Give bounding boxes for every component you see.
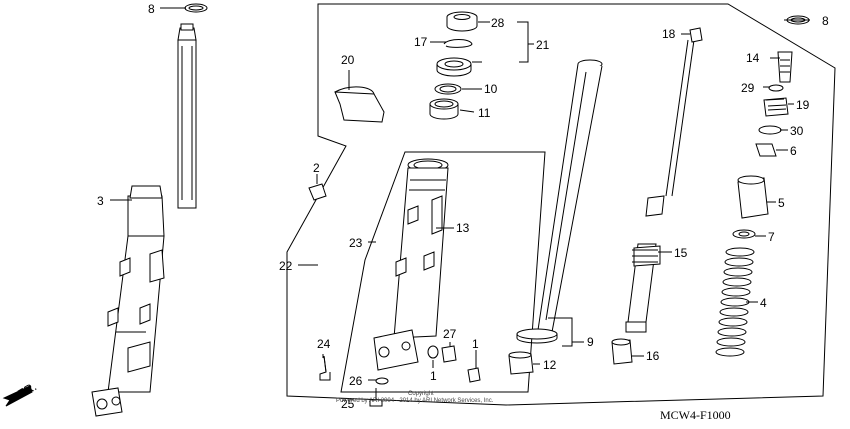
damper-rod-part	[625, 39, 695, 333]
spring-seat-part	[732, 229, 756, 239]
callout-11: 11	[478, 106, 491, 120]
callout-14: 14	[746, 51, 760, 65]
fork-spring-part	[715, 247, 755, 357]
cap-bolt-part	[763, 97, 789, 117]
front-direction-arrow	[2, 385, 33, 407]
washer-part-30	[758, 125, 782, 135]
callout-25: 25	[341, 397, 355, 411]
callout-5: 5	[778, 196, 785, 210]
fork-pipe-part	[516, 59, 603, 344]
watermark-line: Powered by ARI 2004 - 2014 by ARI Networ…	[336, 398, 494, 404]
fork-assembly	[91, 23, 197, 417]
callout-19: 19	[796, 98, 810, 112]
callout-18: 18	[662, 27, 676, 41]
callout-12: 12	[543, 358, 557, 372]
callout-7: 7	[768, 230, 775, 244]
nut-part-18	[689, 27, 703, 43]
callout-28: 28	[491, 16, 505, 30]
callout-labels: 8 3 2 22 20 17 28 21 10 11 13 23 24 26 2…	[15, 2, 829, 422]
callout-15: 15	[674, 246, 688, 260]
callout-29: 29	[741, 81, 755, 95]
callout-26: 26	[349, 374, 363, 388]
collar-part	[308, 183, 327, 201]
watermark-copyright: Copyright	[408, 391, 434, 397]
callout-4: 4	[760, 296, 767, 310]
washer-part-26	[375, 377, 389, 385]
callout-3: 3	[97, 194, 104, 208]
nut-part-6	[755, 143, 777, 157]
callout-16: 16	[646, 349, 660, 363]
kit-outline	[286, 3, 836, 406]
leader-lines	[110, 7, 810, 381]
nut-part	[441, 345, 457, 363]
diagram-code: MCW4-F1000	[660, 408, 731, 422]
callout-8-left: 8	[148, 2, 155, 16]
washer-part	[427, 345, 439, 359]
callout-27: 27	[443, 327, 457, 341]
callout-22: 22	[279, 259, 293, 273]
callout-21: 21	[536, 38, 550, 52]
callout-1-b: 1	[472, 337, 479, 351]
callout-30: 30	[790, 124, 804, 138]
callout-20: 20	[341, 53, 355, 67]
o-ring-part-29	[768, 84, 784, 92]
callout-10: 10	[484, 82, 498, 96]
callout-2: 2	[313, 161, 320, 175]
adjuster-part	[777, 51, 793, 83]
callout-17: 17	[414, 35, 428, 49]
nut-part-2	[467, 367, 481, 383]
callout-6: 6	[790, 144, 797, 158]
callout-23: 23	[349, 236, 363, 250]
callout-24: 24	[317, 337, 331, 351]
seal-set-part	[429, 11, 478, 120]
callout-13: 13	[456, 221, 470, 235]
callout-8-right: 8	[822, 14, 829, 28]
o-ring-part	[184, 3, 208, 13]
fork-slider-part	[373, 158, 449, 371]
guard-part	[334, 91, 385, 123]
callout-9: 9	[587, 335, 594, 349]
bolt-part-25	[369, 388, 383, 407]
callout-1-a: 1	[430, 369, 437, 383]
